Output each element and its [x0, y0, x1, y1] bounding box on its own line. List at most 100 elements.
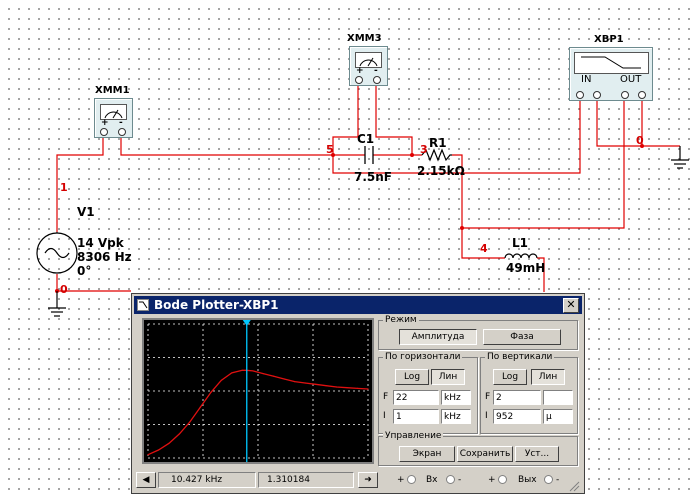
bode-app-icon [137, 299, 149, 311]
in-plus-label: + [397, 475, 405, 485]
in-terminal-label: Вх [426, 475, 438, 485]
setup-button[interactable]: Уст... [515, 446, 559, 462]
out-plus-terminal[interactable] [498, 475, 507, 484]
vertical-log-button[interactable]: Log [493, 369, 527, 385]
horizontal-initial-value[interactable]: 1 [393, 409, 439, 424]
v1-name: V1 [77, 205, 95, 219]
cursor-frequency-readout: 10.427 kHz [158, 472, 256, 488]
xmm3-plus-label: + [356, 66, 364, 76]
node-label-0: 0 [60, 283, 68, 296]
out-minus-terminal[interactable] [544, 475, 553, 484]
close-button[interactable]: ✕ [563, 298, 579, 313]
magnitude-data-point [315, 383, 317, 385]
out-minus-label: - [556, 475, 560, 485]
screen-button[interactable]: Экран [399, 446, 455, 462]
magnitude-data-point [283, 378, 285, 380]
bode-plotter-xbp1[interactable]: IN OUT [569, 47, 653, 101]
cursor-marker-icon [242, 320, 251, 326]
multimeter-xmm3[interactable]: + - [349, 46, 388, 86]
bode-response-icon [574, 52, 649, 74]
c1-value: 7.5nF [354, 170, 392, 184]
horizontal-axis-group: По горизонтали Log Лин F 22 kHz I 1 kHz [378, 351, 478, 434]
xbp1-out-plus-terminal[interactable] [621, 91, 629, 99]
out-terminal-label: Вых [518, 475, 537, 485]
xbp1-in-label: IN [581, 74, 592, 85]
magnitude-button[interactable]: Амплитуда [399, 329, 477, 345]
cursor-right-button[interactable]: ➜ [358, 472, 378, 488]
magnitude-data-point [231, 372, 233, 374]
l1-value: 49mH [506, 261, 546, 275]
horizontal-final-unit[interactable]: kHz [441, 390, 471, 405]
mode-group-title: Режим [383, 314, 419, 326]
v1-amplitude: 14 Vpk [77, 236, 124, 250]
in-plus-terminal[interactable] [407, 475, 416, 484]
magnitude-data-point [189, 421, 191, 423]
magnitude-data-point [157, 449, 160, 451]
horizontal-group-title: По горизонтали [383, 351, 463, 363]
magnitude-data-point [168, 442, 170, 444]
magnitude-data-point [199, 406, 201, 408]
xmm3-plus-terminal[interactable] [355, 76, 363, 84]
out-plus-label: + [488, 475, 496, 485]
phase-button[interactable]: Фаза [483, 329, 561, 345]
horizontal-lin-button[interactable]: Лин [431, 369, 465, 385]
l1-name: L1 [512, 236, 528, 250]
r1-name: R1 [429, 136, 447, 150]
close-icon: ✕ [566, 298, 576, 311]
magnitude-data-point [252, 370, 254, 372]
magnitude-trace-line [147, 369, 369, 456]
xbp1-in-plus-terminal[interactable] [576, 91, 584, 99]
resize-grip-icon[interactable] [568, 480, 580, 492]
horizontal-initial-label: I [383, 411, 386, 421]
in-minus-label: - [458, 475, 462, 485]
xbp1-out-label: OUT [620, 74, 642, 85]
xmm1-plus-label: + [101, 118, 109, 128]
magnitude-data-point [356, 387, 359, 389]
in-minus-terminal[interactable] [446, 475, 455, 484]
control-group: Управление Экран Сохранить Уст... [378, 430, 578, 466]
node-label-4: 4 [480, 242, 488, 255]
multimeter-xmm1[interactable]: + - [94, 98, 133, 138]
node-label-5: 5 [326, 143, 334, 156]
vertical-final-unit[interactable] [543, 390, 573, 405]
vertical-initial-unit[interactable]: μ [543, 409, 573, 424]
cursor-value-readout: 1.310184 [258, 472, 354, 488]
vertical-initial-value[interactable]: 952 [493, 409, 541, 424]
vertical-group-title: По вертикали [485, 351, 555, 363]
window-title-bar[interactable]: Bode Plotter-XBP1 ✕ [134, 296, 582, 314]
horizontal-final-label: F [383, 392, 389, 402]
meter-dial-icon [100, 104, 127, 120]
node-label-1: 1 [60, 181, 68, 194]
mode-group: Режим Амплитуда Фаза [378, 314, 578, 350]
xbp1-in-minus-terminal[interactable] [593, 91, 601, 99]
bode-plot-svg [147, 320, 369, 462]
magnitude-data-point [367, 388, 369, 390]
xmm1-minus-terminal[interactable] [118, 128, 126, 136]
bode-plotter-window: Bode Plotter-XBP1 ✕ Режим Амплитуда Фаза… [131, 293, 585, 494]
xmm1-plus-terminal[interactable] [100, 128, 108, 136]
xbp1-out-minus-terminal[interactable] [638, 91, 646, 99]
xmm3-label: XMM3 [347, 33, 382, 44]
arrow-right-icon: ➜ [364, 475, 372, 485]
xmm3-minus-terminal[interactable] [373, 76, 381, 84]
magnitude-data-point [304, 382, 306, 384]
arrow-left-icon: ◀ [142, 475, 150, 485]
r1-value: 2.15kΩ [417, 164, 465, 178]
horizontal-log-button[interactable]: Log [395, 369, 429, 385]
xbp1-label: XBP1 [594, 34, 624, 45]
meter-dial-icon [355, 52, 382, 68]
xmm1-minus-label: - [119, 118, 123, 128]
cursor-left-button[interactable]: ◀ [136, 472, 156, 488]
horizontal-final-value[interactable]: 22 [393, 390, 439, 405]
horizontal-initial-unit[interactable]: kHz [441, 409, 471, 424]
magnitude-data-point [210, 391, 212, 393]
window-title: Bode Plotter-XBP1 [154, 298, 279, 312]
vertical-lin-button[interactable]: Лин [531, 369, 565, 385]
magnitude-data-point [273, 375, 275, 377]
bode-plot-area[interactable] [142, 318, 374, 464]
xmm3-minus-label: - [374, 66, 378, 76]
magnitude-data-point [294, 381, 296, 383]
save-button[interactable]: Сохранить [457, 446, 513, 462]
vertical-final-value[interactable]: 2 [493, 390, 541, 405]
